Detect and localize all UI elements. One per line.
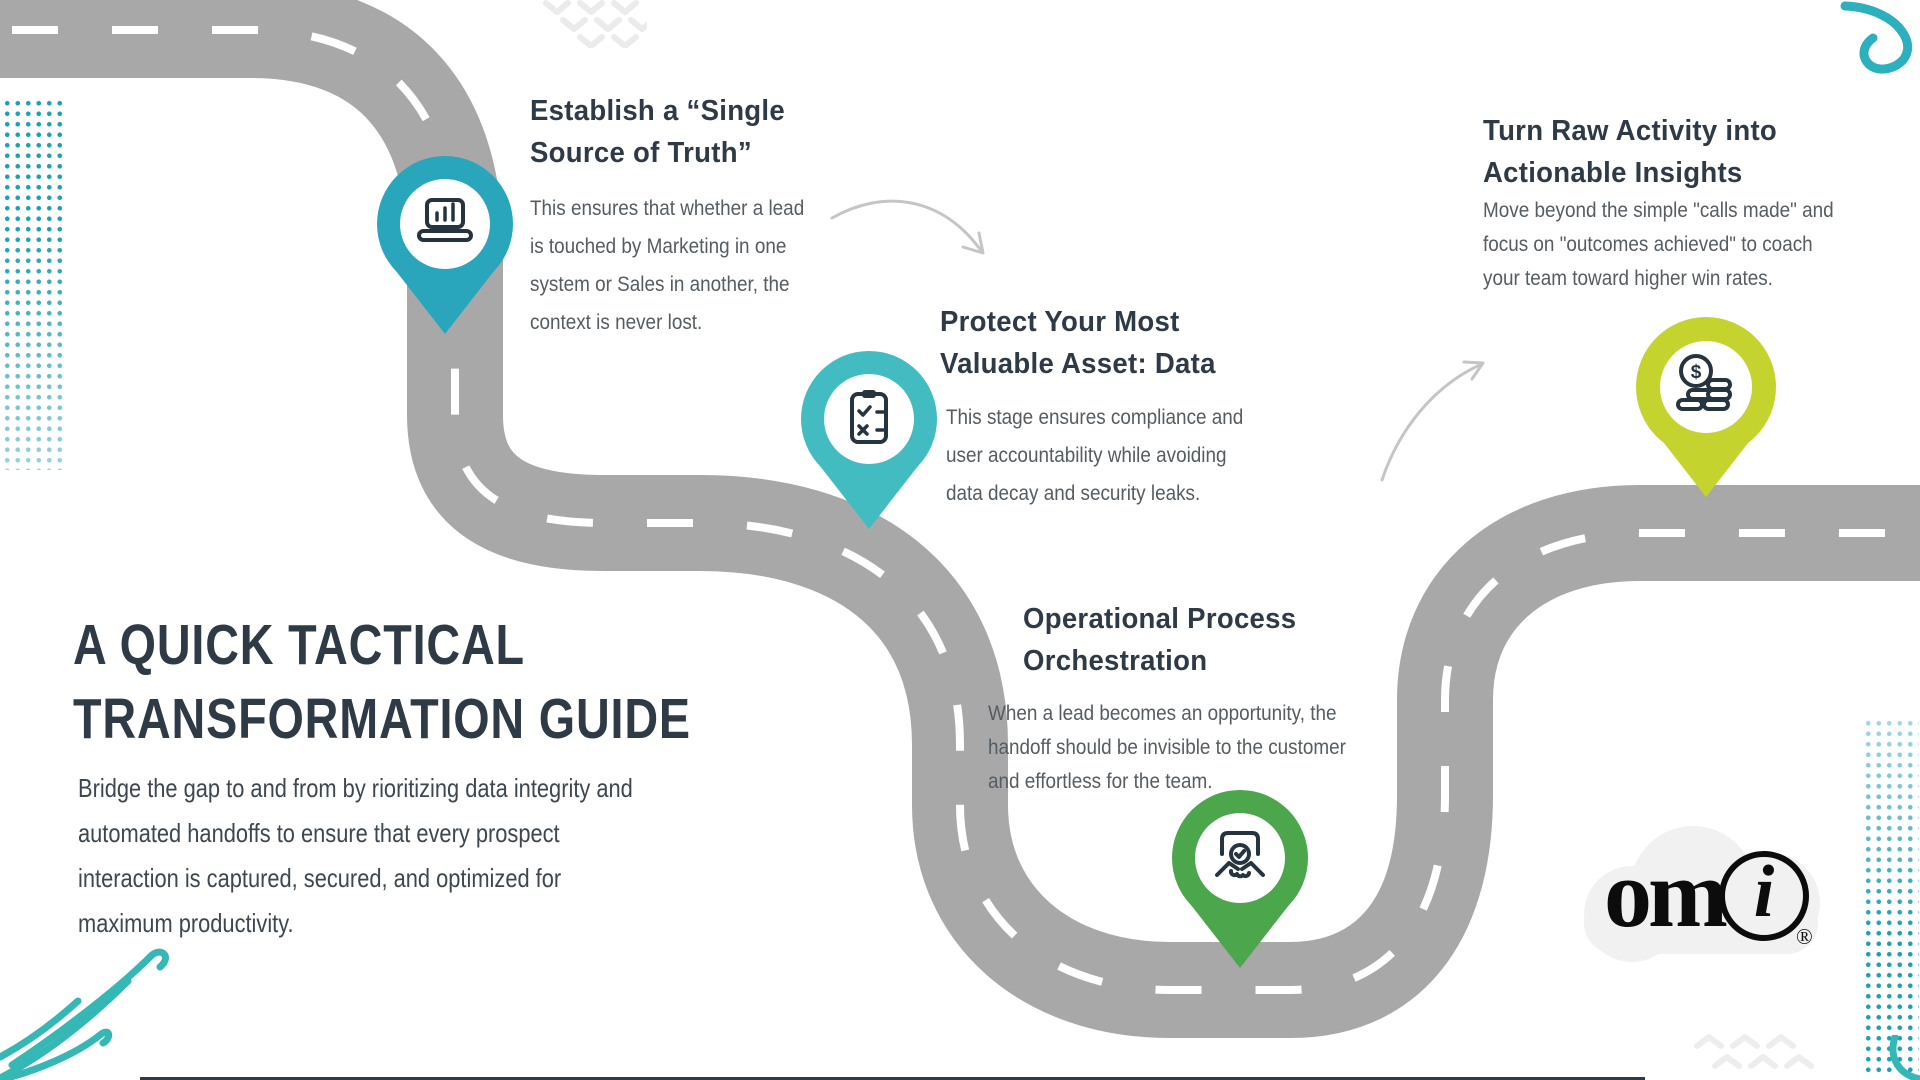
logo-i-circle: i — [1719, 851, 1809, 941]
intro-paragraph: Bridge the gap to and from by rioritizin… — [78, 766, 633, 946]
pin-actionable-insights: $ — [1636, 317, 1776, 497]
milestone-4-body: Move beyond the simple "calls made" and … — [1483, 194, 1834, 296]
chevrons-bottom-icon — [1694, 1034, 1814, 1069]
milestone-1-body: This ensures that whether a lead is touc… — [530, 190, 804, 342]
intro-line: automated handoffs to ensure that every … — [78, 818, 560, 848]
registered-mark: ® — [1796, 924, 1813, 949]
milestone-1-title-line-1: Establish a “Single — [530, 95, 785, 127]
intro-line: maximum productivity. — [78, 908, 294, 938]
milestone-2-title-line-1: Protect Your Most — [940, 306, 1180, 338]
milestone-4-title-line-2: Actionable Insights — [1483, 157, 1743, 189]
curved-arrow-1-icon — [830, 199, 985, 255]
laptop-analytics-icon — [417, 198, 473, 242]
milestone-2-body-line: data decay and security leaks. — [946, 482, 1201, 505]
squiggle-bottom-left-icon — [0, 948, 169, 1080]
milestone-4-body-line: focus on "outcomes achieved" to coach — [1483, 233, 1813, 256]
dollar-symbol: $ — [1691, 362, 1702, 383]
clipboard-checklist-icon — [850, 390, 888, 444]
pin-inner-circle — [400, 179, 490, 269]
logo-text-om: om — [1604, 840, 1728, 947]
milestone-1-title-line-2: Source of Truth” — [530, 137, 752, 169]
page-title-line-1: A QUICK TACTICAL — [73, 613, 525, 677]
milestone-3-title-line-2: Orchestration — [1023, 645, 1208, 677]
intro-line: Bridge the gap to and from by rioritizin… — [78, 773, 633, 803]
squiggle-top-right-icon — [1840, 1, 1912, 74]
milestone-4-body-line: Move beyond the simple "calls made" and — [1483, 199, 1834, 222]
logo-text-i: i — [1753, 851, 1775, 933]
pin-single-source-of-truth — [377, 156, 513, 334]
milestone-4-title: Turn Raw Activity into Actionable Insigh… — [1483, 110, 1777, 194]
milestone-3-body-line: handoff should be invisible to the custo… — [988, 736, 1346, 759]
milestone-3-title-line-1: Operational Process — [1023, 603, 1297, 635]
pin-process-orchestration — [1172, 790, 1308, 968]
intro-line: interaction is captured, secured, and op… — [78, 863, 562, 893]
pin-protect-data — [801, 351, 937, 529]
milestone-3-body-line: When a lead becomes an opportunity, the — [988, 702, 1337, 725]
milestone-1-body-line: This ensures that whether a lead — [530, 197, 805, 220]
milestone-3-body-line: and effortless for the team. — [988, 770, 1213, 793]
milestone-1-body-line: context is never lost. — [530, 311, 703, 334]
milestone-1-title: Establish a “Single Source of Truth” — [530, 90, 785, 174]
handshake-agreement-icon — [1215, 831, 1265, 879]
squiggle-bottom-right-icon — [1889, 1035, 1920, 1080]
milestone-2-title-line-2: Valuable Asset: Data — [940, 348, 1216, 380]
milestone-4-body-line: your team toward higher win rates. — [1483, 267, 1773, 290]
money-coins-icon: $ — [1676, 354, 1732, 411]
curved-arrow-2-icon — [1380, 360, 1485, 482]
milestone-1-body-line: system or Sales in another, the — [530, 273, 790, 296]
bottom-accent-bar — [140, 1077, 1645, 1080]
chevrons-top-icon — [543, 0, 647, 48]
omi-logo: om i ® — [1578, 820, 1826, 965]
pin-inner-circle — [824, 374, 914, 464]
milestone-4-title-line-1: Turn Raw Activity into — [1483, 115, 1778, 147]
milestone-2-body-line: user accountability while avoiding — [946, 444, 1227, 467]
dot-grid-left-decor — [2, 98, 64, 470]
milestone-2-body: This stage ensures compliance and user a… — [946, 399, 1243, 513]
dot-grid-right-decor — [1863, 718, 1919, 1078]
milestone-2-body-line: This stage ensures compliance and — [946, 406, 1244, 429]
pin-inner-circle — [1660, 341, 1752, 433]
milestone-1-body-line: is touched by Marketing in one — [530, 235, 787, 258]
road-dashed-centerline — [0, 26, 1920, 994]
milestone-3-body: When a lead becomes an opportunity, the … — [988, 697, 1346, 799]
page-title: A QUICK TACTICAL TRANSFORMATION GUIDE — [73, 608, 691, 756]
page-title-line-2: TRANSFORMATION GUIDE — [73, 687, 691, 751]
milestone-2-title: Protect Your Most Valuable Asset: Data — [940, 301, 1216, 385]
milestone-3-title: Operational Process Orchestration — [1023, 598, 1296, 682]
